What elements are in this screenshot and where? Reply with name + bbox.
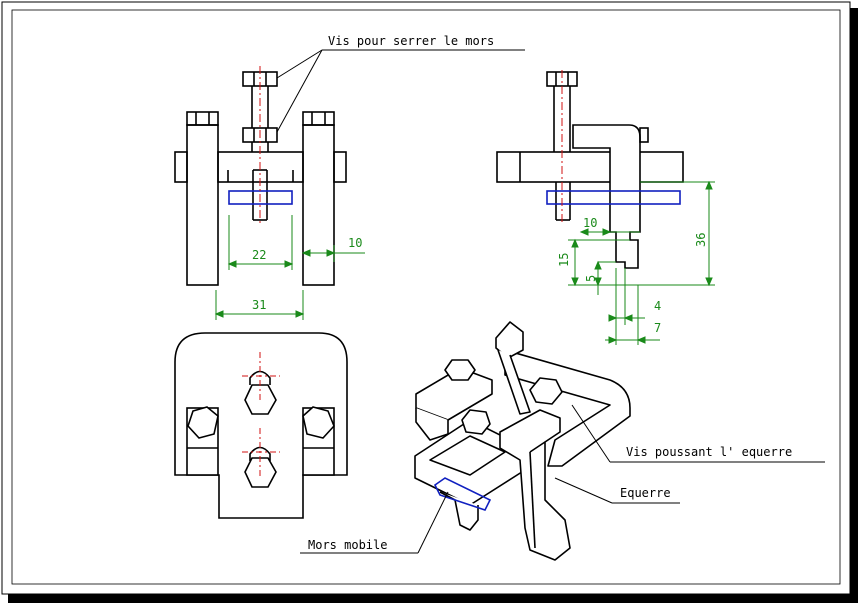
front-view bbox=[174, 71, 347, 286]
isometric-mobile-jaw bbox=[433, 477, 492, 511]
dim-7: 7 bbox=[654, 321, 661, 335]
dim-10-side: 10 bbox=[583, 216, 597, 230]
front-view-dimensions bbox=[214, 215, 365, 320]
label-mobile-jaw: Mors mobile bbox=[308, 538, 387, 552]
dim-15: 15 bbox=[557, 253, 571, 267]
drawing-border bbox=[11, 9, 841, 585]
dim-31: 31 bbox=[252, 298, 266, 312]
side-view-mobile-jaw bbox=[546, 190, 681, 205]
dim-22: 22 bbox=[252, 248, 266, 262]
dim-4: 4 bbox=[654, 299, 661, 313]
isometric-leaders bbox=[300, 404, 825, 554]
dim-10-front: 10 bbox=[348, 236, 362, 250]
sheet-frame bbox=[1, 1, 851, 595]
isometric-view bbox=[414, 321, 631, 561]
dim-5: 5 bbox=[584, 275, 598, 282]
leader-screw-jaw bbox=[276, 49, 525, 133]
top-view-centerlines bbox=[242, 352, 280, 476]
side-view-dimensions bbox=[568, 180, 715, 345]
label-screw-square: Vis poussant l' equerre bbox=[626, 445, 792, 459]
label-screw-jaw: Vis pour serrer le mors bbox=[328, 34, 494, 48]
dim-36: 36 bbox=[694, 233, 708, 247]
label-square: Equerre bbox=[620, 486, 671, 500]
top-view bbox=[174, 332, 348, 519]
